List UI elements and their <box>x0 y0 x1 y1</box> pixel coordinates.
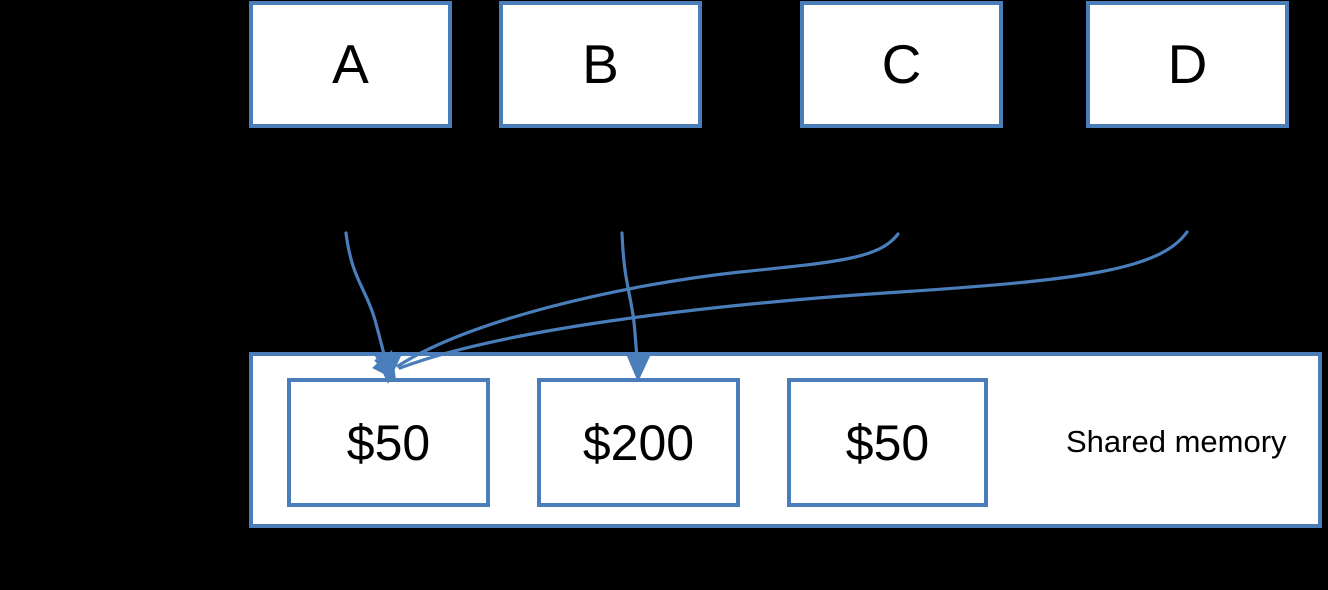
arrow-d-to-cell-0-path <box>398 230 1189 370</box>
memory-cell-0[interactable]: $50 <box>287 378 490 507</box>
process-label-d: D <box>1167 33 1208 95</box>
process-box-a[interactable]: A <box>249 1 452 128</box>
arrow-a-to-cell-0-path <box>344 231 390 372</box>
memory-cell-1-value: $200 <box>582 414 695 471</box>
arrow-b-to-cell-1-path <box>620 231 640 372</box>
memory-cell-2-value: $50 <box>845 414 930 471</box>
memory-cell-0-value: $50 <box>346 414 431 471</box>
process-box-b[interactable]: B <box>499 1 702 128</box>
process-label-a: A <box>332 33 369 95</box>
process-label-b: B <box>582 33 619 95</box>
memory-cell-2[interactable]: $50 <box>787 378 988 507</box>
process-label-c: C <box>881 33 922 95</box>
process-box-d[interactable]: D <box>1086 1 1289 128</box>
process-box-c[interactable]: C <box>800 1 1003 128</box>
shared-memory-label: Shared memory <box>1066 424 1287 459</box>
arrow-c-to-cell-0-path <box>396 232 900 368</box>
memory-cell-1[interactable]: $200 <box>537 378 740 507</box>
